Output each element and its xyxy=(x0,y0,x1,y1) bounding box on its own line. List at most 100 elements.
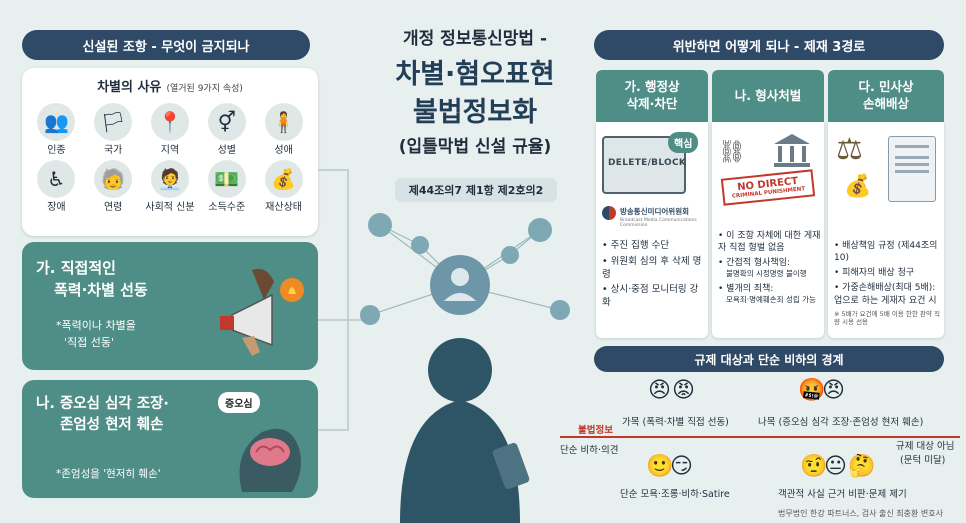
elder-icon: 🧓 xyxy=(94,160,133,198)
angry-face-icon-1: 😠 xyxy=(648,378,671,403)
col-civil-head-line1: 다. 민사상 xyxy=(858,79,914,95)
col-criminal-bullet-1: • 이 조항 자체에 대한 게재자 직접 형벌 없음 xyxy=(718,231,821,254)
speech-bubble: 증오심 xyxy=(218,392,260,413)
reason-item: 💵소득수준 xyxy=(198,160,255,213)
col-criminal-bullet-2: • 간접적 형사책임: xyxy=(718,258,791,269)
reasons-grid: 👥 인종 🏳국가📍 지역 ⚥ 성별 🧍성애 ♿장애🧓 연령 🧑‍💼 사회적 신분💵소득수준💰 재산상태 xyxy=(22,103,318,213)
card-direct-incitement: 가. 직접적인 폭력·차별 선동 *폭력이나 차별을 '직접 선동' xyxy=(22,242,318,370)
boundary-panel: 😠 😡 🤬 😠 가목 (폭력·차별 직접 선동) 나목 (증오심 심각 조장·존… xyxy=(560,376,960,506)
card-b-title-line2: 존엄성 현저 훼손 xyxy=(60,417,164,434)
not-target-sub: (문턱 미달) xyxy=(900,455,946,466)
col-criminal-bullet-3-detail: 모욕죄·명예훼손죄 성립 가능 xyxy=(726,294,816,304)
reason-label: 재산상태 xyxy=(265,202,302,213)
map-pin-icon: 📍 xyxy=(150,103,189,141)
card-a-title: 가. 직접적인 폭력·차별 선동 xyxy=(36,258,148,302)
col-admin-bullet-1: • 주진 집행 수단 xyxy=(602,240,670,251)
col-civil-body: ⚖ 💰 • 배상책임 규정 (제44조의10) • 피해자의 배상 청구 • 가… xyxy=(828,122,944,338)
col-civil-bullets: • 배상책임 규정 (제44조의10) • 피해자의 배상 청구 • 가중손해배… xyxy=(834,240,942,330)
reason-label: 인종 xyxy=(47,145,66,156)
reasons-subtitle: (열거된 9가지 속성) xyxy=(166,84,243,94)
col-criminal-bullet-1-text: 이 조항 자체에 대한 게재자 직접 형벌 없음 xyxy=(718,231,821,254)
courthouse-icon xyxy=(772,132,812,168)
scales-icon: ⚖ xyxy=(836,132,863,167)
angry-face-icon-3: 🤬 xyxy=(798,378,826,403)
col-admin-bullets: • 주진 집행 수단 • 위원회 심의 후 삭제 명령 • 상시·중점 모니터링… xyxy=(602,240,706,313)
calm-face-icon-1: 🤨 xyxy=(800,454,828,479)
no-direct-stamp: NO DIRECT CRIMINAL PUNISHMENT xyxy=(720,169,816,206)
left-header: 신설된 조항 - 무엇이 금지되나 xyxy=(22,30,310,60)
col-civil-bullet-1: • 배상책임 규정 (제44조의10) xyxy=(834,241,938,264)
reasons-title: 차별의 사유 xyxy=(97,80,162,95)
angry-face-icon-4: 😠 xyxy=(822,378,845,403)
title-main-1: 차별·혐오표현 xyxy=(395,59,555,90)
megaphone-icon xyxy=(212,260,312,360)
col-admin-bullet-1-text: 주진 집행 수단 xyxy=(610,240,670,251)
reason-item: 🧑‍💼 사회적 신분 xyxy=(142,160,199,213)
card-b-note: *존엄성을 '현저히 훼손' xyxy=(56,468,161,480)
delete-block-label: DELETE/BLOCK xyxy=(608,158,687,168)
col-admin-head-line2: 삭제·차단 xyxy=(626,96,678,111)
col-admin-bullet-2: • 위원회 심의 후 삭제 명령 xyxy=(602,255,702,280)
col-admin-head-line1: 가. 행정상 xyxy=(624,79,680,95)
col-admin-bullet-3: • 상시·중점 모니터링 강화 xyxy=(602,284,699,309)
wheelchair-icon: ♿ xyxy=(37,160,76,198)
insult-a-label: 가목 (폭력·차별 직접 선동) xyxy=(622,417,729,428)
reason-label: 소득수준 xyxy=(208,202,246,213)
org-name: 방송통신미디어위원회 xyxy=(620,207,689,216)
illegal-info-label: 불법정보 xyxy=(578,425,613,436)
col-admin-bullet-3-text: 상시·중점 모니터링 강화 xyxy=(602,284,699,309)
title-top: 개정 정보통신망법 - xyxy=(402,29,547,49)
money-bag-icon: 💰 xyxy=(264,160,303,198)
core-badge: 핵심 xyxy=(668,132,699,153)
col-civil-head-line2: 손해배상 xyxy=(862,96,909,111)
col-criminal-head: 나. 형사처벌 xyxy=(712,70,824,122)
col-criminal-bullets: • 이 조항 자체에 대한 게재자 직접 형벌 없음 • 간접적 형사책임: 불… xyxy=(718,230,822,308)
insult-b-label: 나목 (증오심 심각 조장·존엄성 현저 훼손) xyxy=(758,417,924,428)
article-badge: 제44조의7 제1항 제2호의2 xyxy=(395,178,557,202)
suit-person-icon: 🧑‍💼 xyxy=(150,160,189,198)
col-criminal-bullet-3-text: 별개의 죄책: xyxy=(726,283,774,294)
people-icon: 👥 xyxy=(37,103,76,141)
reason-item: ⚥ 성별 xyxy=(198,103,255,156)
reason-label: 성별 xyxy=(217,145,236,156)
title-sub: (입틀막법 신설 규율) xyxy=(398,137,552,157)
card-b-title: 나. 증오심 심각 조장· 존엄성 현저 훼손 xyxy=(36,394,169,436)
col-admin-bullet-2-text: 위원회 심의 후 삭제 명령 xyxy=(602,255,702,280)
brain-head-icon xyxy=(222,412,312,492)
calm-face-icon-2: 😐 xyxy=(824,454,847,479)
card-a-title-line2: 폭력·차별 선동 xyxy=(54,280,148,299)
right-header: 위반하면 어떻게 되나 - 제재 3경로 xyxy=(594,30,944,60)
reasons-heading: 차별의 사유 (열거된 9가지 속성) xyxy=(22,76,318,95)
col-admin-body: DELETE/BLOCK 핵심 방송통신미디어위원회 Broadcast Med… xyxy=(596,122,708,338)
reason-item: ♿장애 xyxy=(28,160,85,213)
reasons-card: 차별의 사유 (열거된 9가지 속성) 👥 인종 🏳국가📍 지역 ⚥ 성별 🧍성애 ♿장애🧓 연… xyxy=(22,68,318,236)
network-illustration xyxy=(360,213,570,523)
col-criminal-bullet-2-detail: 불명확의 시정명령 불이행 xyxy=(726,269,807,279)
gender-icon: ⚥ xyxy=(207,103,246,141)
reason-label: 사회적 신분 xyxy=(145,202,195,213)
card-a-note: *폭력이나 차별을 '직접 선동' xyxy=(56,318,136,351)
col-civil-bullet-1-text: 배상책임 규정 (제44조의10) xyxy=(834,241,938,264)
footer-credit: 법무법인 한강 파트너스, 검사 출신 최충환 변호사 xyxy=(778,509,943,518)
reason-label: 지역 xyxy=(160,145,180,156)
reason-item: 🏳국가 xyxy=(85,103,142,156)
reason-item: 📍 지역 xyxy=(142,103,199,156)
card-hatred-dignity: 나. 증오심 심각 조장· 존엄성 현저 훼손 *존엄성을 '현저히 훼손' 증… xyxy=(22,380,318,498)
card-a-note-line1: *폭력이나 차별을 xyxy=(56,319,136,332)
col-criminal-bullet-3: • 별개의 죄책: xyxy=(718,283,774,294)
document-icon xyxy=(888,136,936,202)
reason-item: 🧍성애 xyxy=(255,103,312,156)
card-b-title-line1: 나. 증오심 심각 조장· xyxy=(36,396,169,412)
reason-label: 연령 xyxy=(103,202,123,213)
title-main-2: 불법정보화 xyxy=(412,97,538,128)
col-criminal-bullet-2-text: 간접적 형사책임: xyxy=(726,258,791,269)
reason-label: 국가 xyxy=(103,145,123,156)
col-civil-bullet-3-text: 가중손해배상(최대 5배): 업으로 하는 게재자 요건 시 xyxy=(834,283,937,306)
connector-lines xyxy=(318,169,368,431)
line-label: 단순 비하·의견 xyxy=(560,445,619,456)
calm-face-icon-3: 🤔 xyxy=(848,454,876,479)
not-target-label: 규제 대상 아님 xyxy=(896,441,955,452)
org-name-en: Broadcast Media Communications Commissio… xyxy=(620,218,697,228)
